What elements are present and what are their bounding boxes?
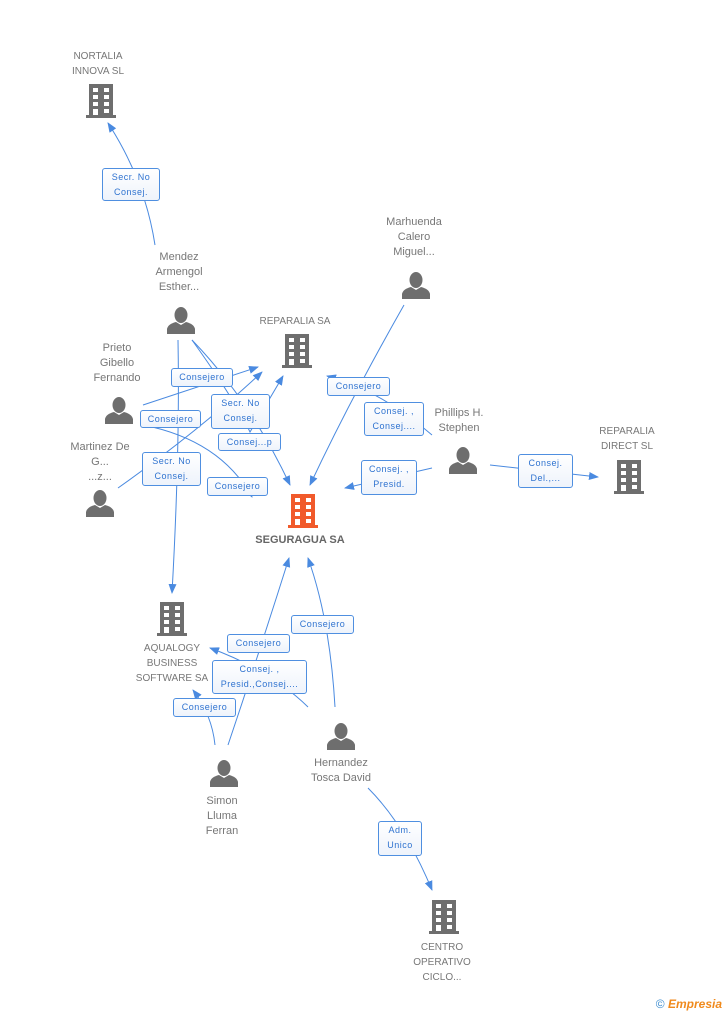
building-icon[interactable] (86, 84, 116, 118)
person-icon[interactable] (327, 722, 355, 750)
edge-label: Consejero (207, 477, 268, 496)
person-icon[interactable] (105, 396, 133, 424)
edge-label: Consej. Del.,... (518, 454, 573, 488)
node-label-centro[interactable]: CENTRO OPERATIVO CICLO... (413, 942, 471, 983)
edge-label: Consej. , Presid. (361, 460, 417, 495)
building-icon[interactable] (429, 900, 459, 934)
edge-martinez-reparalia (117, 371, 263, 489)
node-label-hernandez[interactable]: Hernandez Tosca David (311, 757, 371, 784)
person-icon[interactable] (86, 489, 114, 517)
person-icon[interactable] (210, 759, 238, 787)
edge-label: Consejero (171, 368, 233, 387)
person-icon[interactable] (402, 271, 430, 299)
building-icon[interactable] (282, 334, 312, 368)
edge-label: Consej. , Presid.,Consej.... (212, 660, 307, 694)
edge-label: Consejero (173, 698, 236, 717)
edge-label: Secr. No Consej. (142, 452, 201, 486)
node-label-simon[interactable]: Simon Lluma Ferran (205, 795, 239, 837)
node-label-martinez[interactable]: Martinez De G... ...z... (70, 441, 130, 483)
node-label-seguragua[interactable]: SEGURAGUA SA (255, 534, 345, 546)
copyright-symbol: © (655, 997, 665, 1011)
person-icon[interactable] (449, 446, 477, 474)
building-icon[interactable] (614, 460, 644, 494)
node-label-reparalia-direct[interactable]: REPARALIA DIRECT SL (599, 426, 655, 452)
edge-label: Consejero (327, 377, 390, 396)
empresia-logo[interactable]: © Empresia (656, 997, 722, 1011)
brand-name: Empresia (667, 997, 722, 1011)
node-label-prieto[interactable]: Prieto Gibello Fernando (93, 342, 141, 384)
edge-label: Consejero (140, 410, 201, 428)
edge-label: Consejero (227, 634, 290, 653)
person-icon[interactable] (167, 306, 195, 334)
edge-label: Consejero (291, 615, 354, 634)
node-label-mendez[interactable]: Mendez Armengol Esther... (155, 251, 203, 293)
node-label-phillips[interactable]: Phillips H. Stephen (434, 407, 484, 434)
node-label-nortalia[interactable]: NORTALIA INNOVA SL (71, 51, 125, 77)
edge-label: Secr. No Consej. (102, 168, 160, 201)
edge-label: Consej...p (218, 433, 281, 451)
edge-label: Adm. Unico (378, 821, 422, 856)
edge-marhuenda-seguragua (309, 304, 405, 486)
edge-label: Secr. No Consej. (211, 394, 270, 429)
node-label-marhuenda[interactable]: Marhuenda Calero Miguel... (386, 216, 442, 258)
node-label-reparalia[interactable]: REPARALIA SA (259, 316, 331, 327)
building-icon[interactable] (157, 602, 187, 636)
building-icon-main[interactable] (288, 494, 318, 528)
node-label-aqualogy[interactable]: AQUALOGY BUSINESS SOFTWARE SA (135, 643, 209, 684)
edge-label: Consej. , Consej.... (364, 402, 424, 436)
